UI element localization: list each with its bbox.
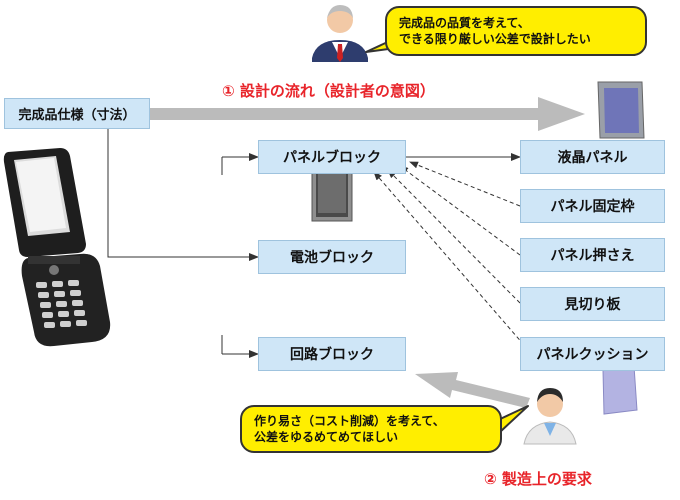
- panel-block-illustration: [311, 166, 353, 222]
- panel-block-box: パネルブロック: [258, 140, 406, 174]
- manufacturing-requirement-label: ② 製造上の要求: [484, 470, 592, 488]
- manufacturing-arrow: [415, 372, 530, 408]
- designer-speech-bubble: 完成品の品質を考えて、 できる限り厳しい公差で設計したい: [385, 6, 647, 56]
- panel-frame-box: パネル固定枠: [520, 189, 665, 223]
- part-dashed-arrows: [373, 161, 525, 346]
- designer-bubble-line-1: 完成品の品質を考えて、: [399, 16, 530, 30]
- mobile-phone-illustration: [3, 148, 111, 347]
- lcd-panel-box: 液晶パネル: [520, 140, 665, 174]
- lcd-panel-illustration: [597, 81, 645, 139]
- battery-block-box: 電池ブロック: [258, 240, 406, 274]
- design-flow-label: ① 設計の流れ（設計者の意図）: [222, 82, 435, 100]
- manufacturing-bubble-tail: [497, 405, 529, 433]
- spec-box: 完成品仕様（寸法）: [4, 98, 150, 129]
- worker-person-icon: [523, 388, 577, 445]
- manufacturing-bubble-line-1: 作り易さ（コスト削減）を考えて、: [254, 414, 445, 428]
- panel-cushion-illustration: [602, 365, 638, 415]
- parting-plate-box: 見切り板: [520, 287, 665, 321]
- designer-bubble-line-2: できる限り厳しい公差で設計したい: [399, 32, 591, 46]
- panel-holder-box: パネル押さえ: [520, 238, 665, 272]
- circuit-block-box: 回路ブロック: [258, 337, 406, 371]
- design-flow-arrow: [150, 97, 585, 131]
- manufacturing-speech-bubble: 作り易さ（コスト削減）を考えて、 公差をゆるめてめてほしい: [240, 405, 502, 453]
- panel-cushion-box: パネルクッション: [520, 337, 665, 371]
- spec-connectors: [107, 128, 521, 358]
- designer-person-icon: [312, 5, 368, 62]
- manufacturing-bubble-line-2: 公差をゆるめてめてほしい: [254, 430, 399, 444]
